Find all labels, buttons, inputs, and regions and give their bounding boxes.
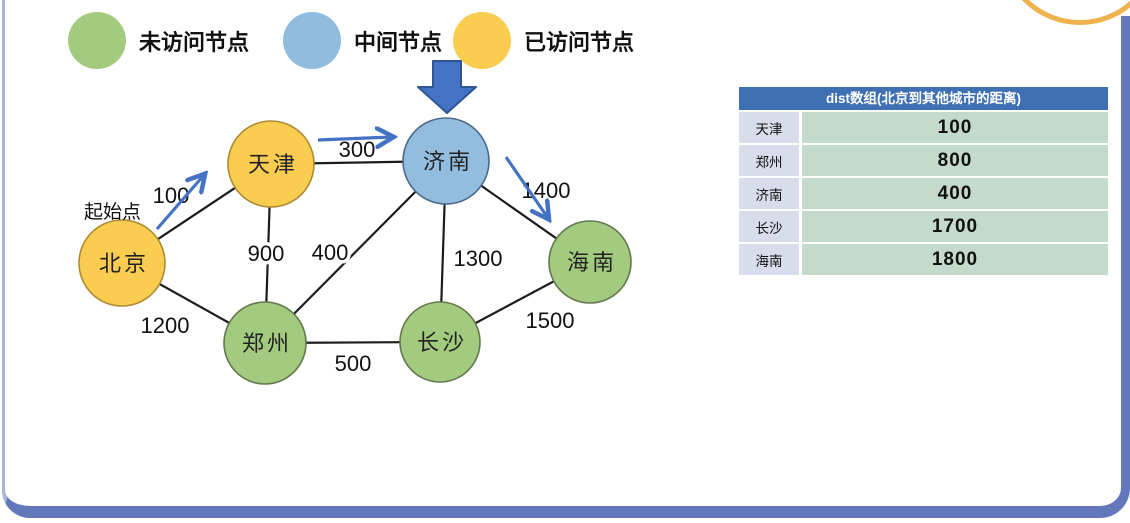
path-arrows bbox=[155, 137, 548, 231]
table-row: 郑州 800 bbox=[739, 145, 1108, 176]
current-node-pointer-arrow bbox=[417, 60, 477, 114]
node-label-hainan: 海南 bbox=[567, 251, 617, 276]
node-jinan bbox=[402, 117, 490, 205]
dist-row-city: 天津 bbox=[739, 112, 799, 143]
node-label-jinan: 济南 bbox=[423, 150, 473, 175]
legend-label-unvisited: 未访问节点 bbox=[139, 29, 250, 55]
dist-table: dist数组(北京到其他城市的距离) 天津 100 郑州 800 济南 400 … bbox=[739, 87, 1108, 275]
corner-circle-decoration bbox=[1000, 0, 1130, 25]
node-label-changsha: 长沙 bbox=[417, 331, 467, 356]
node-changsha bbox=[399, 301, 481, 383]
weight-changsha-hainan: 1500 bbox=[526, 308, 575, 333]
dist-row-city: 海南 bbox=[739, 244, 799, 275]
node-label-zhengzhou: 郑州 bbox=[242, 332, 292, 357]
legend-item-intermediate: 中间节点 bbox=[283, 12, 442, 69]
dist-row-city: 郑州 bbox=[739, 145, 799, 176]
graph-nodes: 北京 天津 济南 海南 郑州 长沙 bbox=[78, 117, 632, 385]
intermediate-node-icon bbox=[283, 12, 341, 69]
path-arrow-tianjin-jinan bbox=[317, 137, 392, 140]
legend-item-unvisited: 未访问节点 bbox=[68, 12, 249, 69]
node-hainan bbox=[548, 220, 632, 304]
weight-zhengzhou-jinan: 400 bbox=[312, 240, 349, 265]
node-label-beijing: 北京 bbox=[99, 252, 149, 277]
node-tianjin bbox=[227, 120, 315, 208]
weight-tianjin-jinan: 300 bbox=[339, 137, 376, 162]
weight-zhengzhou-changsha: 500 bbox=[335, 351, 372, 376]
legend-label-intermediate: 中间节点 bbox=[354, 29, 443, 55]
dist-table-title: dist数组(北京到其他城市的距离) bbox=[739, 87, 1108, 110]
table-row: 济南 400 bbox=[739, 178, 1108, 209]
legend-item-visited: 已访问节点 bbox=[453, 12, 634, 69]
path-arrow-jinan-hainan bbox=[504, 156, 548, 218]
visited-node-icon bbox=[453, 12, 511, 69]
dist-row-value: 1800 bbox=[802, 244, 1108, 275]
weight-tianjin-zhengzhou: 900 bbox=[248, 241, 285, 266]
table-row: 长沙 1700 bbox=[739, 211, 1108, 242]
dist-row-value: 400 bbox=[802, 178, 1108, 209]
start-point-label: 起始点 bbox=[84, 201, 141, 223]
weight-jinan-changsha: 1300 bbox=[454, 246, 503, 271]
dist-row-value: 1700 bbox=[802, 211, 1108, 242]
path-arrow-beijing-tianjin bbox=[155, 175, 204, 231]
weight-beijing-zhengzhou: 1200 bbox=[141, 313, 190, 338]
dist-row-city: 济南 bbox=[739, 178, 799, 209]
dist-row-value: 100 bbox=[802, 112, 1108, 143]
unvisited-node-icon bbox=[68, 12, 126, 69]
node-zhengzhou bbox=[223, 301, 307, 385]
dist-row-value: 800 bbox=[802, 145, 1108, 176]
table-row: 天津 100 bbox=[739, 112, 1108, 143]
table-row: 海南 1800 bbox=[739, 244, 1108, 275]
edge-weight-labels: 100 1200 300 900 400 1300 500 1400 1500 bbox=[137, 134, 578, 380]
node-beijing bbox=[78, 219, 166, 307]
city-graph: 北京 天津 济南 海南 郑州 长沙 100 1200 300 900 400 1… bbox=[78, 60, 632, 385]
weight-beijing-tianjin: 100 bbox=[153, 183, 190, 208]
legend-label-visited: 已访问节点 bbox=[524, 29, 635, 55]
node-label-tianjin: 天津 bbox=[248, 153, 298, 178]
dist-row-city: 长沙 bbox=[739, 211, 799, 242]
